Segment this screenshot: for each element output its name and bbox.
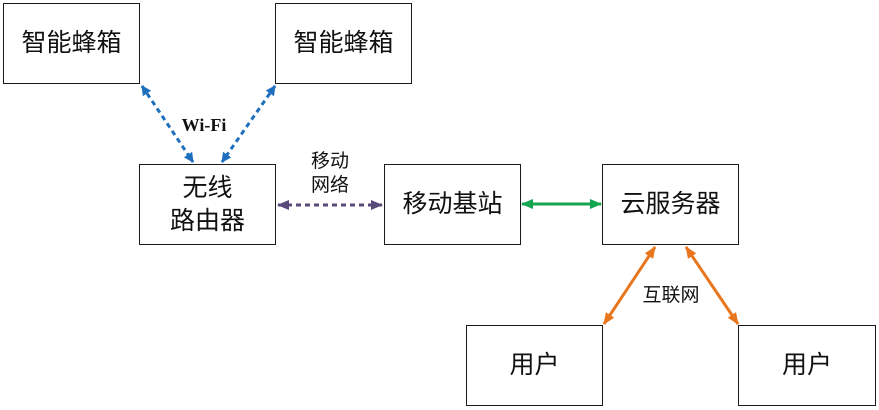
internet-label: 互联网 [642,284,700,306]
user-node-2: 用户 [738,325,876,406]
router-label: 无线 路由器 [169,173,245,235]
cloud-server-label: 云服务器 [620,189,721,219]
user-label: 用户 [781,350,832,380]
wifi-label: Wi-Fi [181,115,227,135]
wifi-link-left [140,85,195,163]
base-station-node: 移动基站 [384,164,521,245]
base-station-label: 移动基站 [402,189,503,219]
smart-hive-node-2: 智能蜂箱 [275,3,412,84]
smart-hive-label: 智能蜂箱 [21,28,122,58]
user-node-1: 用户 [466,325,603,406]
mobile-network-label: 移动 网络 [310,150,349,196]
user-label: 用户 [509,350,560,380]
internet-link-left [602,246,657,325]
cloud-server-node: 云服务器 [602,164,739,245]
smart-hive-node-1: 智能蜂箱 [3,3,140,84]
wireless-router-node: 无线 路由器 [139,164,276,245]
internet-link-right [684,246,740,325]
smart-hive-label: 智能蜂箱 [293,28,394,58]
wifi-link-right [220,85,277,163]
